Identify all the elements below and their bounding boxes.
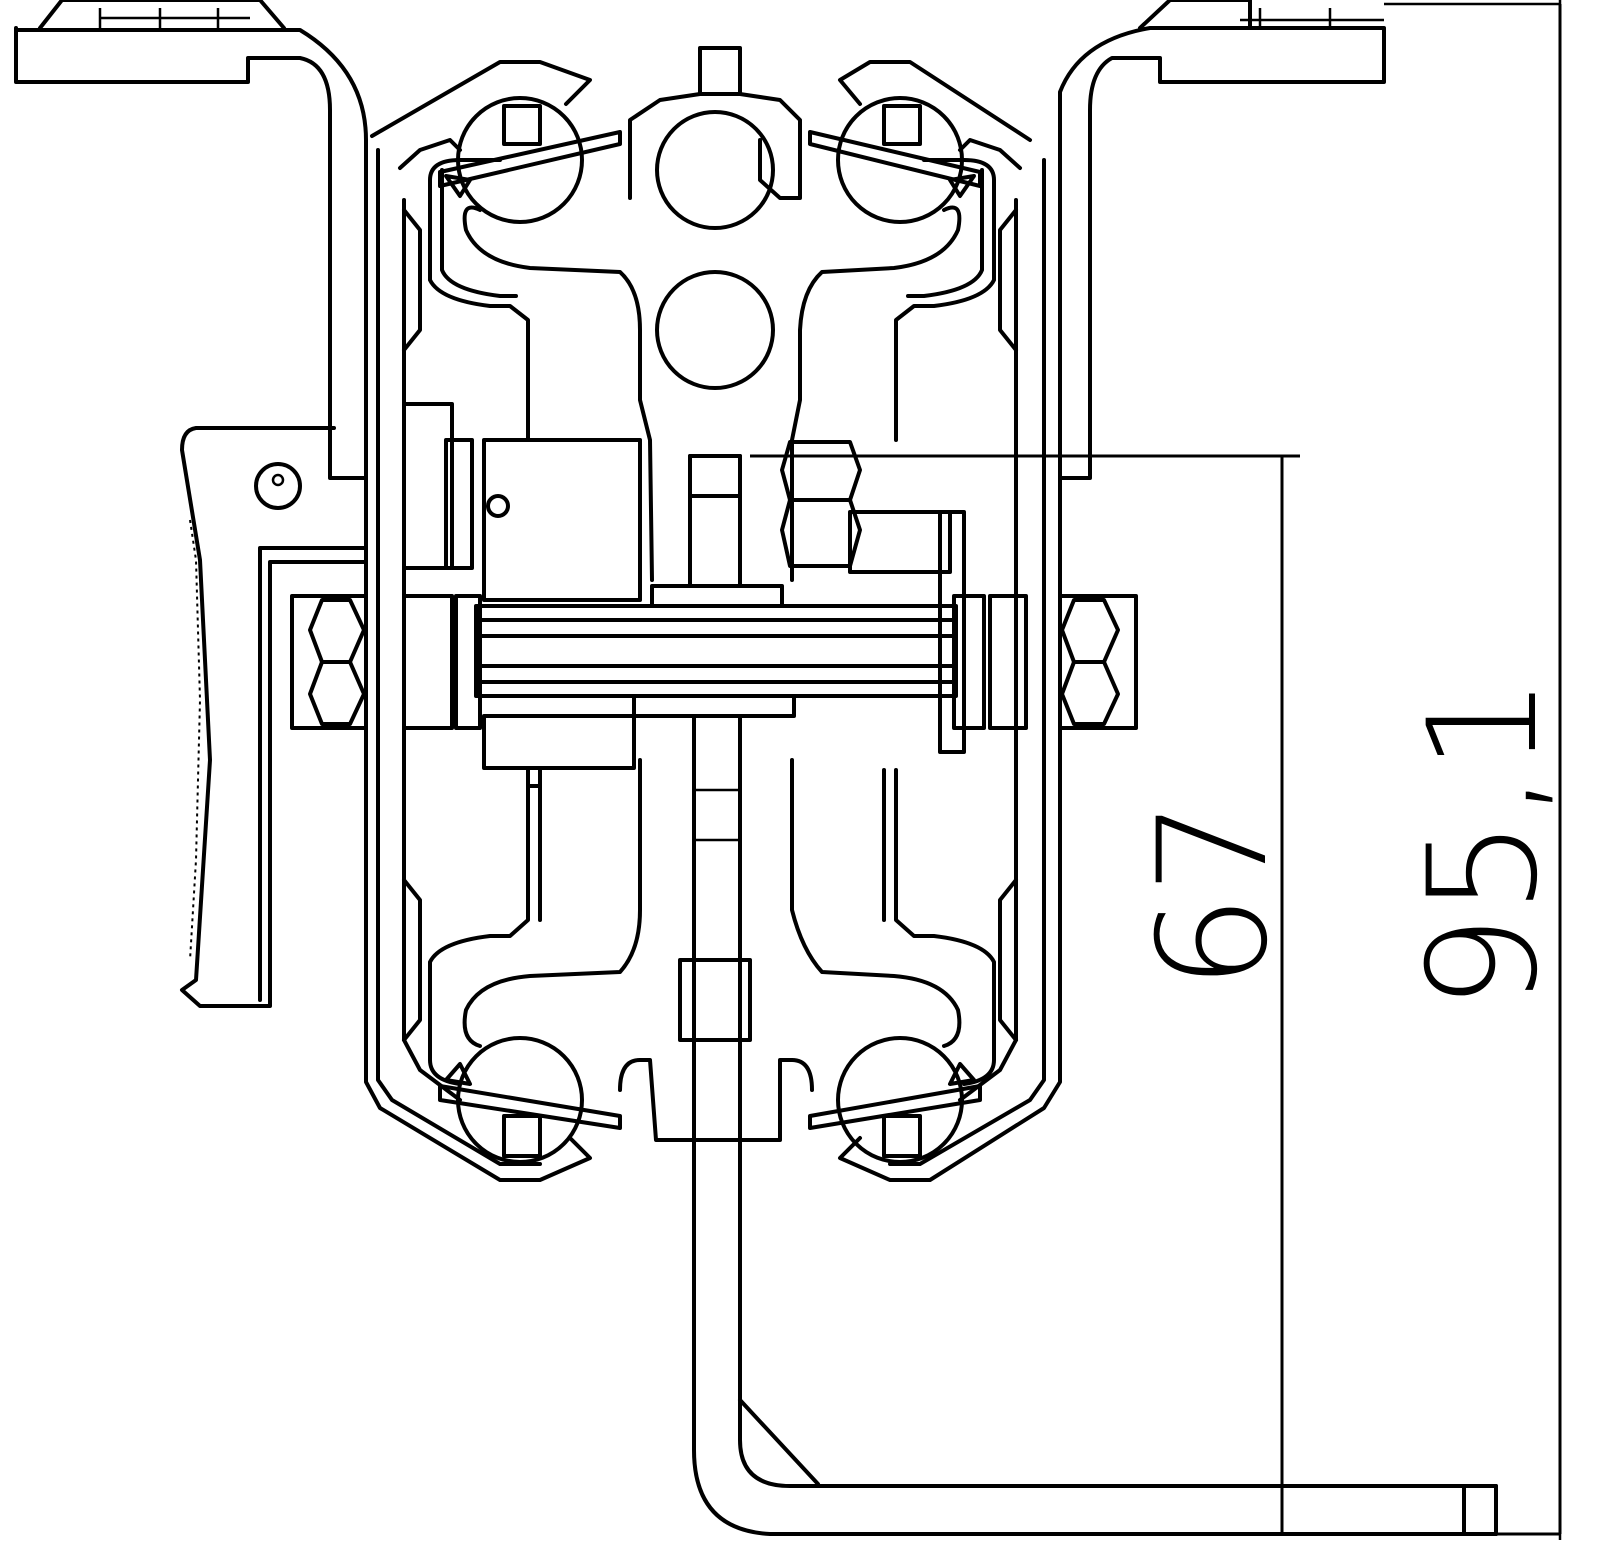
dimension-95-1: 95,1 xyxy=(1397,4,1571,1534)
housing-outer xyxy=(364,60,1062,1182)
top-left-flange xyxy=(14,0,368,480)
top-right-flange xyxy=(1058,0,1386,480)
center-pivot-holes xyxy=(655,46,775,390)
dimension-67: 67 xyxy=(750,454,1560,1536)
dimension-95-1-label: 95,1 xyxy=(1397,676,1571,1010)
main-shaft xyxy=(474,584,958,770)
clamp-block xyxy=(402,402,742,602)
hex-nut-upper xyxy=(780,440,966,754)
right-nut-stack xyxy=(952,594,1138,730)
upper-link-arms xyxy=(428,92,996,582)
lower-center-frame xyxy=(618,958,814,1142)
dimension-67-label: 67 xyxy=(1127,799,1301,990)
lever-handle xyxy=(180,426,368,1008)
hanging-bracket xyxy=(692,714,1498,1536)
lower-link-arms xyxy=(428,758,996,1086)
upper-rollers xyxy=(438,96,982,224)
left-nut-stack xyxy=(290,594,482,730)
lower-rollers xyxy=(438,1036,982,1164)
